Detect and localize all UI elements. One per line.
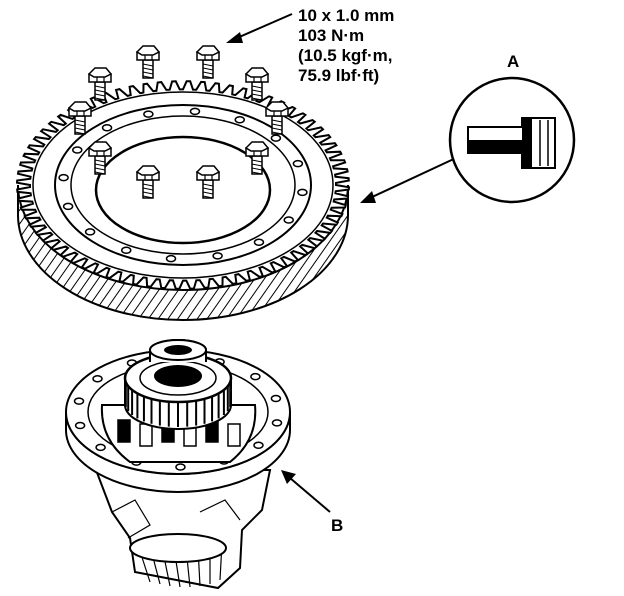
- ring-gear-web-inner: [70, 115, 296, 255]
- bolt-hole: [165, 254, 177, 263]
- bolt-hole: [292, 159, 304, 168]
- bolt-hole: [72, 146, 83, 154]
- bolt-hole: [189, 107, 201, 116]
- bolt: [87, 141, 113, 175]
- ring-gear-bolt-holes: [58, 107, 308, 263]
- bolt: [264, 101, 290, 135]
- carrier-window: [117, 419, 131, 443]
- flange-hole: [92, 375, 103, 383]
- ring-gear-bolts: [67, 45, 290, 199]
- torque-spec-kgfm: (10.5 kgf·m,: [298, 46, 393, 65]
- bolt-hole: [58, 173, 69, 182]
- carrier-hub-bore: [154, 365, 202, 387]
- bolt-hole: [101, 123, 113, 132]
- flange-hole: [250, 372, 261, 381]
- callout-label-a: A: [507, 52, 520, 71]
- ring-gear-side: [17, 184, 349, 321]
- differential-carrier: [65, 339, 291, 590]
- detail-a-bolt-profile: [467, 117, 556, 169]
- bolt-hole: [253, 238, 265, 247]
- flange-hole: [95, 443, 106, 452]
- ring-gear-root-circle: [32, 91, 334, 279]
- carrier-window: [227, 423, 241, 447]
- torque-spec-lbfft: 75.9 lbf·ft): [298, 66, 380, 85]
- bolt: [87, 67, 113, 101]
- detail-a-leader-arrow: [360, 156, 459, 203]
- bolt: [135, 45, 161, 79]
- bolt: [244, 67, 270, 101]
- bolt-hole: [234, 116, 246, 124]
- bolt-hole: [84, 228, 96, 236]
- bolt-hole: [143, 110, 154, 118]
- bolt: [195, 45, 221, 79]
- bolt: [135, 165, 161, 199]
- ring-gear: [15, 80, 351, 321]
- bolt-hole: [297, 188, 308, 197]
- carrier-lower-body: [94, 469, 272, 590]
- bolt: [195, 165, 221, 199]
- carrier-hub-hole: [164, 345, 192, 355]
- bolt: [67, 101, 93, 135]
- bolt-hole: [270, 134, 282, 142]
- bolt: [244, 141, 270, 175]
- spec-leader-arrow: [226, 13, 293, 43]
- flange-hole: [253, 441, 264, 449]
- bolt-hole: [212, 252, 223, 260]
- callout-b-leader-arrow: [281, 470, 331, 513]
- flange-hole: [175, 463, 186, 471]
- bolt-hole: [283, 216, 294, 224]
- callout-label-b: B: [331, 516, 344, 535]
- bolt-hole: [62, 202, 74, 211]
- flange-hole: [73, 397, 85, 405]
- flange-hole: [270, 394, 282, 403]
- flange-hole: [74, 421, 86, 430]
- bolt-hole: [120, 246, 132, 254]
- torque-spec-thread: 10 x 1.0 mm: [298, 6, 395, 25]
- flange-hole: [271, 419, 283, 427]
- detail-a-circle: [448, 76, 576, 204]
- ring-gear-bore: [94, 135, 272, 245]
- carrier-lower-bearing: [129, 533, 227, 563]
- torque-spec-nm: 103 N·m: [298, 26, 365, 45]
- carrier-window: [139, 423, 153, 447]
